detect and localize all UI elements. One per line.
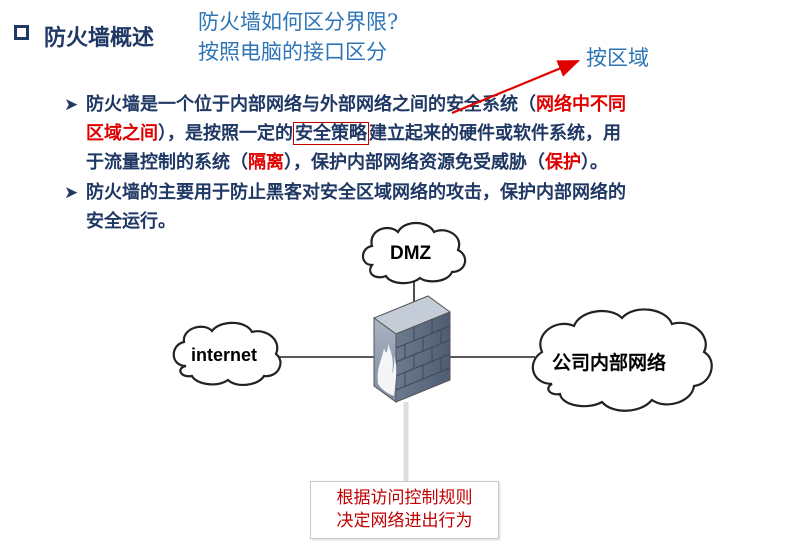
highlight-text: 区域之间 [86,123,158,144]
boxed-security-policy: 安全策略 [293,122,369,145]
highlight-text: 保护 [545,152,581,173]
bullet1-line1: 防火墙是一个位于内部网络与外部网络之间的安全系统（网络中不同 [86,90,776,119]
text-span: 建立起来的硬件或软件系统，用 [369,123,621,144]
bullet-arrow-icon: ➤ [64,183,79,203]
rule-line1: 根据访问控制规则 [336,488,473,508]
text-span: ），是按照一定的 [158,123,293,144]
bullet-arrow-icon: ➤ [64,95,79,115]
access-rule-callout: 根据访问控制规则 决定网络进出行为 [310,481,499,539]
bullet-firewall-purpose: 防火墙的主要用于防止黑客对安全区域网络的攻击，保护内部网络的 安全运行。 [86,178,776,236]
annotation-by-zone: 按区域 [586,46,649,70]
cloud-dmz [361,221,467,285]
annotation-answer: 按照电脑的接口区分 [198,40,387,64]
cloud-internet [172,321,282,386]
highlight-text: 隔离 [248,152,284,173]
dmz-label: DMZ [390,243,432,264]
firewall-icon [372,295,452,403]
text-span: 防火墙是一个位于内部网络与外部网络之间的安全系统（ [86,94,536,115]
bullet-firewall-definition: 防火墙是一个位于内部网络与外部网络之间的安全系统（网络中不同 区域之间），是按照… [86,90,776,177]
internet-label: internet [191,345,258,365]
rule-line2: 决定网络进出行为 [336,511,473,531]
bullet2-line2: 安全运行。 [86,211,176,232]
text-span: 于流量控制的系统（ [86,152,248,173]
bullet1-line3: 于流量控制的系统（隔离），保护内部网络资源免受威胁（保护）。 [86,148,776,177]
annotation-arrow [451,59,581,115]
bullet2-line1: 防火墙的主要用于防止黑客对安全区域网络的攻击，保护内部网络的 [86,182,626,203]
cloud-lan [531,308,713,412]
text-span: ）。 [581,152,608,173]
internal-network-label: 公司内部网络 [552,352,667,374]
title-bullet-square [14,25,29,40]
annotation-question: 防火墙如何区分界限? [198,10,399,34]
highlight-text: 网络中不同 [536,94,626,115]
text-span: ），保护内部网络资源免受威胁（ [284,152,545,173]
page-title: 防火墙概述 [44,26,155,51]
bullet1-line2: 区域之间），是按照一定的安全策略建立起来的硬件或软件系统，用 [86,119,776,148]
